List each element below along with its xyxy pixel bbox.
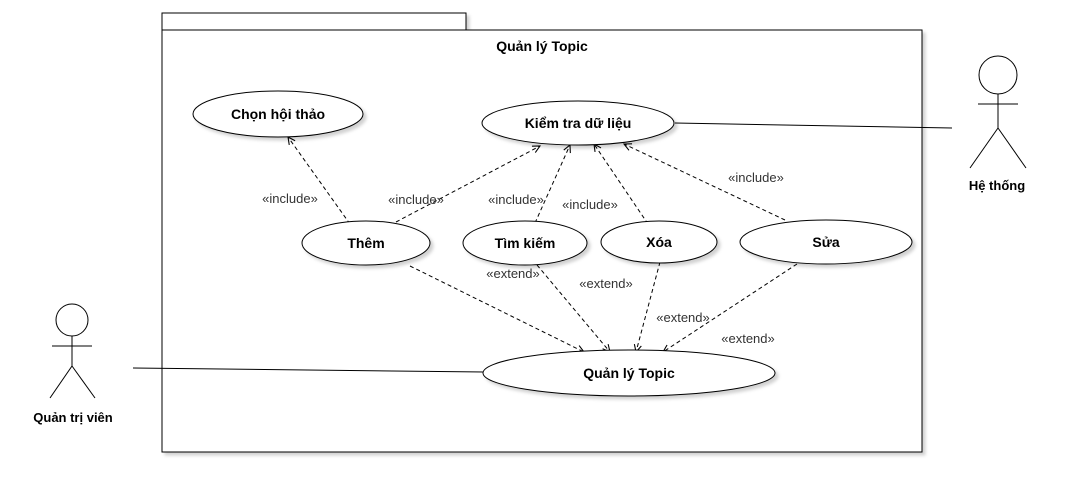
actor-admin[interactable] xyxy=(49,303,96,399)
use-case-label: Chọn hội thảo xyxy=(231,106,325,122)
include-label: «include» xyxy=(562,197,618,212)
include-edge-timkiem-kiemtra xyxy=(534,145,570,224)
include-edges xyxy=(288,137,786,225)
extend-edges xyxy=(409,261,798,352)
association-system xyxy=(674,122,953,129)
actor-admin-label: Quản trị viên xyxy=(33,410,113,425)
use-case-xoa[interactable]: Xóa xyxy=(600,220,718,264)
extend-label: «extend» xyxy=(579,276,633,291)
include-edge-sua-kiemtra xyxy=(624,144,786,221)
include-edge-them-kiemtra xyxy=(395,146,540,223)
use-case-chon-hoi-thao[interactable]: Chọn hội thảo xyxy=(192,90,364,138)
stereotype-labels: «include» «include» «include» «include» … xyxy=(262,170,784,346)
use-case-label: Xóa xyxy=(646,234,672,250)
extend-edge-timkiem xyxy=(536,264,610,352)
association-admin xyxy=(132,367,485,373)
use-case-tim-kiem[interactable]: Tìm kiếm xyxy=(462,220,588,266)
extend-label: «extend» xyxy=(486,266,540,281)
include-label: «include» xyxy=(388,192,444,207)
extend-label: «extend» xyxy=(721,331,775,346)
include-label: «include» xyxy=(262,191,318,206)
use-case-them[interactable]: Thêm xyxy=(301,220,431,266)
actor-system-label: Hệ thống xyxy=(969,178,1025,193)
use-case-label: Kiểm tra dữ liệu xyxy=(525,115,632,131)
extend-edge-them xyxy=(409,265,584,352)
use-case-sua[interactable]: Sửa xyxy=(739,219,913,265)
include-edge-them-chon xyxy=(288,137,351,225)
extend-label: «extend» xyxy=(656,310,710,325)
include-edge-xoa-kiemtra xyxy=(594,144,649,225)
include-label: «include» xyxy=(728,170,784,185)
use-case-label: Sửa xyxy=(812,234,839,250)
include-label: «include» xyxy=(488,192,544,207)
use-case-kiem-tra-du-lieu[interactable]: Kiểm tra dữ liệu xyxy=(481,100,675,146)
package-title: Quản lý Topic xyxy=(496,38,588,54)
use-case-label: Thêm xyxy=(347,235,384,251)
extend-edge-xoa xyxy=(636,261,661,352)
use-case-label: Quản lý Topic xyxy=(583,365,675,381)
use-case-label: Tìm kiếm xyxy=(495,235,556,251)
actor-system[interactable] xyxy=(969,55,1027,169)
extend-edge-sua xyxy=(663,263,798,352)
use-case-quan-ly-topic[interactable]: Quản lý Topic xyxy=(482,349,776,397)
actor-head-icon xyxy=(55,303,89,337)
actor-head-icon xyxy=(978,55,1018,95)
